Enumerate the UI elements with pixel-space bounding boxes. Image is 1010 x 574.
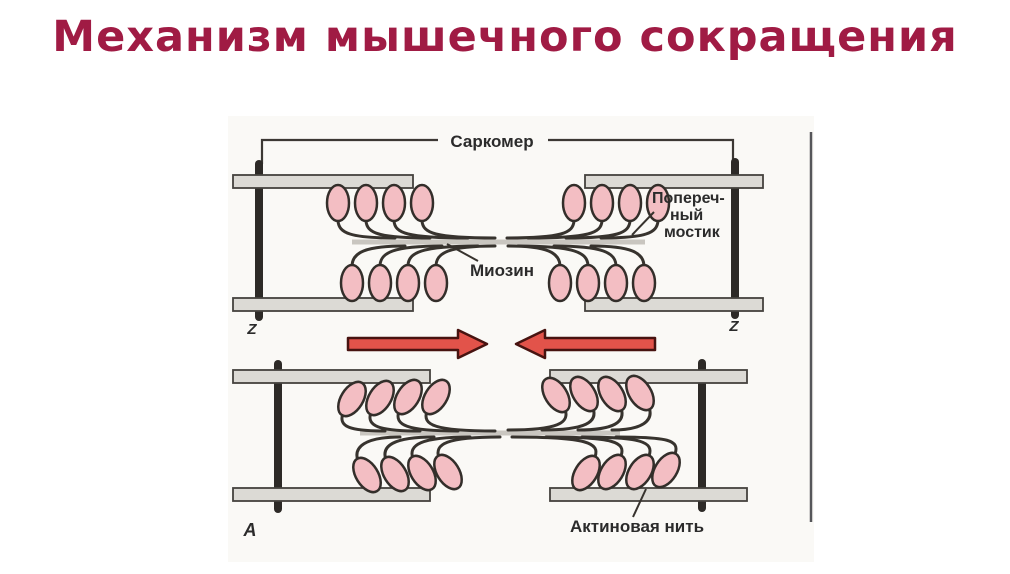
myosin-head xyxy=(651,451,681,489)
myosin-head xyxy=(380,455,410,493)
actin-filament-bar xyxy=(584,297,764,312)
label-sarcomere: Саркомер xyxy=(450,132,533,151)
myosin-head xyxy=(597,453,627,491)
myosin-heads-lower-right xyxy=(506,244,657,303)
myosin-head xyxy=(631,263,657,303)
myosin-tail xyxy=(378,244,444,267)
myosin-tail xyxy=(576,406,624,432)
myosin-tail xyxy=(544,435,624,458)
myosin-heads-lower-left xyxy=(339,244,497,303)
myosin-head xyxy=(625,453,655,491)
label-panel-a: А xyxy=(243,520,257,540)
actin-filament-bar xyxy=(232,487,431,502)
myosin-tail xyxy=(505,219,576,240)
myosin-head xyxy=(352,456,382,494)
myosin-tail xyxy=(589,244,646,267)
myosin-head xyxy=(597,375,627,413)
myosin-head xyxy=(325,183,351,223)
myosin-heads-upper-right xyxy=(505,183,671,240)
myosin-tail xyxy=(434,244,497,267)
myosin-head xyxy=(339,263,365,303)
myosin-head xyxy=(625,374,655,412)
myosin-head xyxy=(353,183,379,223)
cross-bridge-pointer-line xyxy=(631,211,655,236)
myosin-tail xyxy=(420,219,497,240)
myosin-head xyxy=(409,183,435,223)
myosin-head xyxy=(381,183,407,223)
myosin-head xyxy=(569,375,599,413)
myosin-head xyxy=(421,378,451,416)
myosin-head xyxy=(433,453,463,491)
myosin-heads-lower-right xyxy=(510,435,681,492)
label-cross-bridge-line3: мостик xyxy=(664,224,721,241)
myosin-tail xyxy=(355,435,402,463)
myosin-head xyxy=(541,376,571,414)
myosin-pointer-line xyxy=(446,243,479,262)
myosin-head xyxy=(617,183,643,223)
myosin-tail xyxy=(506,244,562,267)
myosin-head xyxy=(423,263,449,303)
myosin-heads-upper-right xyxy=(506,374,655,432)
myosin-tail xyxy=(510,435,598,459)
myosin-head xyxy=(407,454,437,492)
myosin-tail xyxy=(580,435,652,458)
myosin-tail xyxy=(552,244,618,267)
myosin-tail xyxy=(410,435,472,461)
actin-filament-bar xyxy=(549,487,748,502)
label-z-left: Z xyxy=(246,321,257,338)
myosin-head xyxy=(395,263,421,303)
myosin-head xyxy=(393,378,423,416)
myosin-heads-upper-left xyxy=(337,378,497,433)
myosin-tail xyxy=(350,244,407,267)
contracted-sarcomere: Актиновая нить А xyxy=(232,359,748,540)
label-cross-bridge-line2: ный xyxy=(670,207,703,224)
actin-pointer-line xyxy=(632,488,647,518)
myosin-tail xyxy=(364,219,432,240)
actin-filament-bar xyxy=(232,369,431,384)
myosin-head xyxy=(561,183,587,223)
myosin-tail xyxy=(436,435,502,460)
label-z-right: Z xyxy=(728,318,739,335)
sarcomere-bracket xyxy=(260,138,735,164)
myosin-head xyxy=(365,379,395,417)
relaxed-sarcomere: Саркомер xyxy=(232,132,764,338)
myosin-tail xyxy=(336,219,397,240)
myosin-heads-upper-left xyxy=(325,183,497,240)
contraction-arrows xyxy=(346,328,657,360)
myosin-tail xyxy=(424,409,497,433)
arrow-right-icon xyxy=(346,328,489,360)
myosin-tail xyxy=(564,219,632,240)
label-actin: Актиновая нить xyxy=(570,517,704,536)
myosin-tail xyxy=(614,435,678,456)
myosin-head xyxy=(645,183,671,223)
actin-filament-bar xyxy=(584,174,764,189)
myosin-head xyxy=(337,380,367,418)
actin-filament-bar xyxy=(232,174,414,189)
myosin-head xyxy=(367,263,393,303)
myosin-tail xyxy=(599,219,660,240)
myosin-head xyxy=(575,263,601,303)
actin-filament-bar xyxy=(232,297,414,312)
myosin-head xyxy=(589,183,615,223)
myosin-tail xyxy=(383,435,436,462)
label-cross-bridge-line1: Попереч- xyxy=(652,190,725,207)
myosin-tail xyxy=(540,406,596,432)
myosin-tail xyxy=(406,244,480,267)
myosin-head xyxy=(571,454,601,492)
myosin-tail xyxy=(506,407,568,432)
myosin-heads-lower-left xyxy=(352,435,502,494)
label-myosin: Миозин xyxy=(470,261,534,280)
page-title: Механизм мышечного сокращения xyxy=(52,12,958,62)
myosin-head xyxy=(603,263,629,303)
arrow-left-icon xyxy=(514,328,657,360)
myosin-head xyxy=(547,263,573,303)
